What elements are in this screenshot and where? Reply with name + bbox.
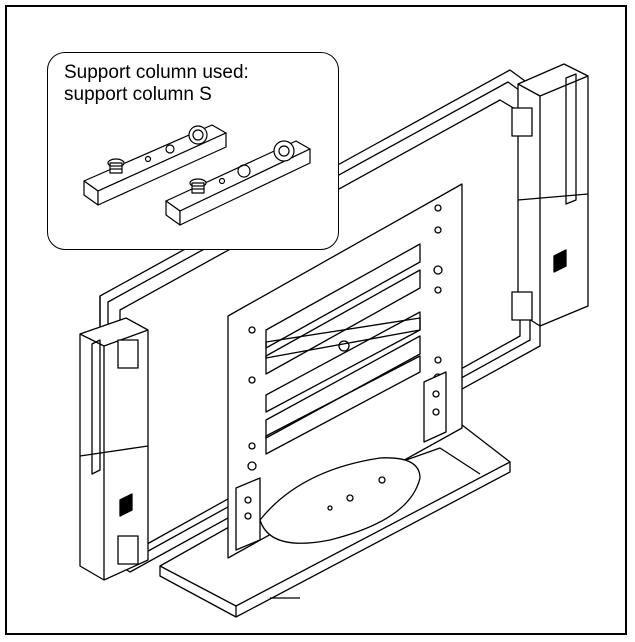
stand-posts — [235, 371, 447, 551]
callout-line-1: Support column used: — [64, 62, 249, 83]
right-speaker-bracket — [511, 63, 589, 327]
callout-line-2: support column S — [64, 84, 212, 105]
support-column-left — [83, 124, 227, 206]
support-column-parts-illustration — [83, 124, 311, 226]
swivel-plate — [259, 457, 421, 544]
callout-text: Support column used: support column S — [64, 62, 249, 106]
left-speaker-bracket — [79, 317, 149, 581]
support-column-right — [165, 140, 311, 226]
mount-plate — [227, 183, 463, 559]
support-column-callout: Support column used: support column S — [47, 52, 339, 250]
